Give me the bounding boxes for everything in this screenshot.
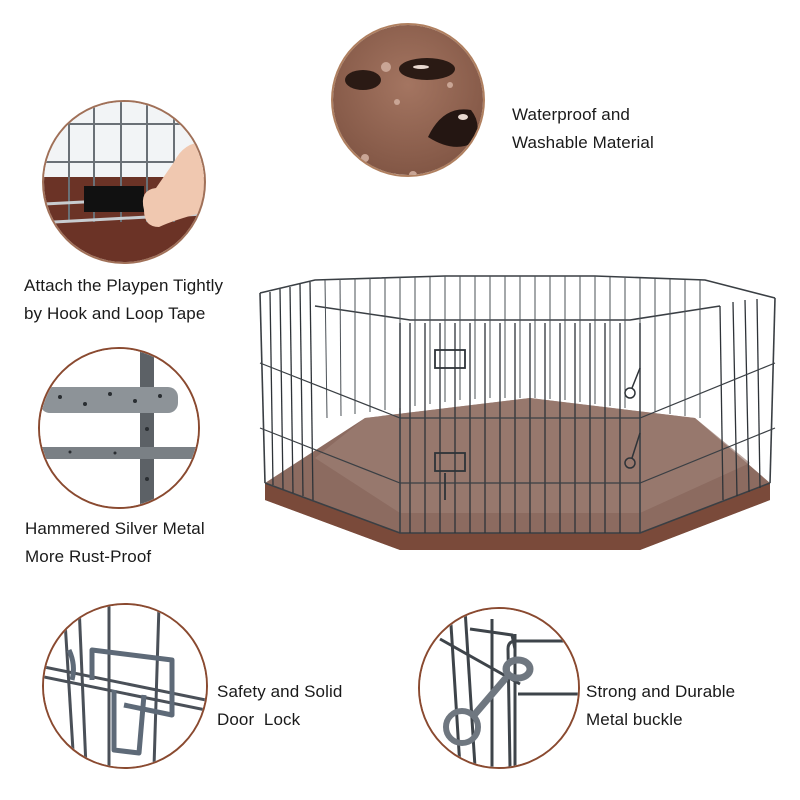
buckle-caption-line1: Strong and Durable	[586, 682, 736, 701]
waterproof-caption-line1: Waterproof and	[512, 105, 630, 124]
buckle-detail-image	[418, 607, 580, 769]
snap-hook-icon	[420, 609, 578, 767]
playpen-product-image	[255, 268, 780, 563]
attach-caption: Attach the Playpen Tightly by Hook and L…	[24, 272, 223, 328]
door-lock-caption: Safety and Solid Door Lock	[217, 678, 342, 734]
hand-strap-icon	[44, 102, 204, 262]
metal-detail-image	[38, 347, 200, 509]
door-lock-caption-line1: Safety and Solid	[217, 682, 343, 701]
metal-caption-line2: More Rust-Proof	[25, 547, 152, 566]
waterproof-detail-image	[331, 23, 485, 177]
waterproof-caption-line2: Washable Material	[512, 133, 654, 152]
water-droplets-icon	[333, 25, 483, 175]
playpen-icon	[259, 275, 776, 550]
metal-caption-line1: Hammered Silver Metal	[25, 519, 205, 538]
door-lock-detail-image	[42, 603, 208, 769]
hammered-metal-icon	[40, 349, 198, 507]
metal-caption: Hammered Silver Metal More Rust-Proof	[25, 515, 205, 571]
door-latch-icon	[44, 605, 206, 767]
attach-caption-line2: by Hook and Loop Tape	[24, 304, 206, 323]
attach-detail-image	[42, 100, 206, 264]
door-lock-caption-line2: Door Lock	[217, 710, 301, 729]
buckle-caption: Strong and Durable Metal buckle	[586, 678, 735, 734]
waterproof-caption: Waterproof and Washable Material	[512, 101, 654, 157]
attach-caption-line1: Attach the Playpen Tightly	[24, 276, 224, 295]
buckle-caption-line2: Metal buckle	[586, 710, 683, 729]
